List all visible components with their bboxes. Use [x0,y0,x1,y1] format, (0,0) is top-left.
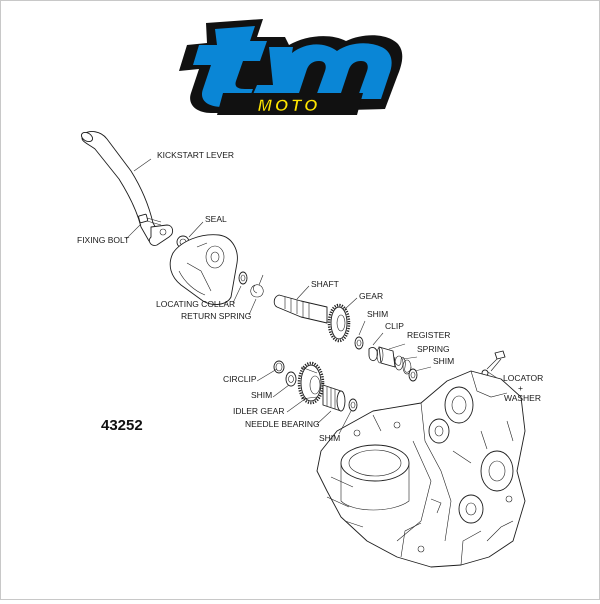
label-shim-4: SHIM [319,433,340,443]
label-shaft: SHAFT [311,279,339,289]
return-spring-part [250,274,264,298]
label-locator: LOCATOR [503,373,543,383]
shim-part-3 [285,371,297,387]
part-labels: KICKSTART LEVER SEAL FIXING BOLT LOCATIN… [77,150,543,443]
label-gear: GEAR [359,291,383,301]
label-kickstart-lever: KICKSTART LEVER [157,150,234,160]
label-spring: SPRING [417,344,450,354]
shim-part-1 [354,336,364,350]
gear-part [327,303,351,343]
shim-part-4 [348,398,358,412]
logo-letter-t [193,26,267,107]
label-locating-collar: LOCATING COLLAR [156,299,235,309]
shim-part-2 [408,368,418,382]
locator-washer-part [481,350,506,377]
part-number: 43252 [101,417,143,434]
label-fixing-bolt: FIXING BOLT [77,235,129,245]
label-shim-2: SHIM [433,356,454,366]
label-idler-gear: IDLER GEAR [233,406,285,416]
register-part [376,346,396,368]
label-seal: SEAL [205,214,227,224]
label-circlip: CIRCLIP [223,374,257,384]
label-needle-bearing: NEEDLE BEARING [245,419,320,429]
shaft-part [273,294,328,324]
label-shim-1: SHIM [367,309,388,319]
fixing-bolt-part [138,213,162,226]
logo-moto-plate [217,93,363,115]
label-return-spring: RETURN SPRING [181,311,251,321]
clip-part [368,346,378,362]
label-register: REGISTER [407,330,450,340]
circlip-part [273,360,285,374]
leader-lines [125,158,498,435]
needle-bearing-part [322,384,346,412]
label-shim-3: SHIM [251,390,272,400]
label-clip: CLIP [385,321,404,331]
tm-moto-logo: MOTO [179,19,403,115]
engine-case-part [316,370,526,568]
side-cover-part [169,234,238,305]
label-locator-plus: + [518,383,523,393]
locating-collar-part [238,271,248,285]
label-washer: WASHER [504,393,541,403]
spring-part [394,355,412,375]
idler-gear-part [297,361,325,405]
kickstart-lever-part [80,131,174,246]
logo-sub-text: MOTO [258,96,321,115]
logo-letter-m [251,43,392,99]
